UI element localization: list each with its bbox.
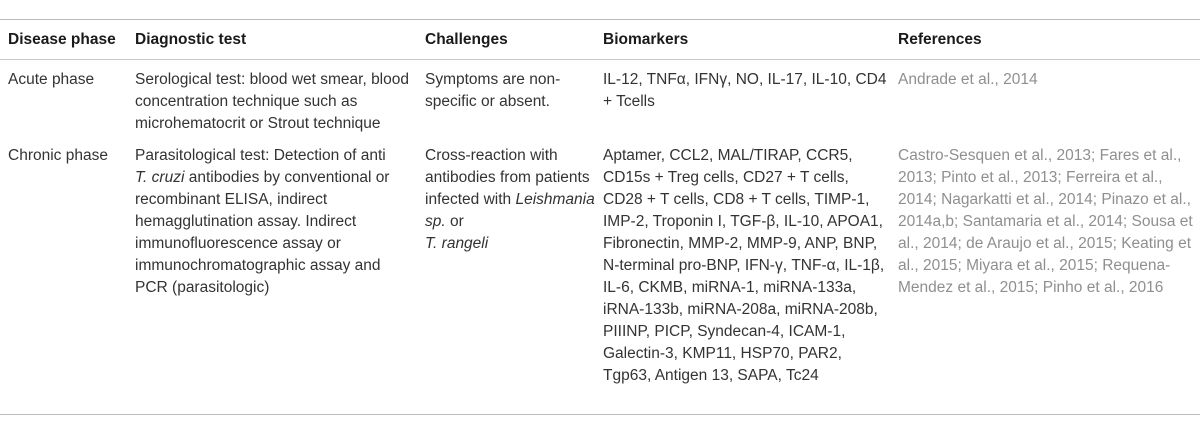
header-disease-phase: Disease phase bbox=[8, 31, 116, 48]
header-rule bbox=[0, 59, 1200, 60]
cell-diagnostic-test: Serological test: blood wet smear, blood… bbox=[135, 71, 409, 132]
cell-challenges: Cross-reaction with antibodies from pati… bbox=[417, 135, 595, 387]
cell-biomarkers: Aptamer, CCL2, MAL/TIRAP, CCR5, CD15s + … bbox=[603, 147, 885, 384]
data-table: Disease phase Diagnostic test Challenges… bbox=[0, 20, 1200, 387]
header-diagnostic-test: Diagnostic test bbox=[135, 31, 247, 48]
bottom-rule bbox=[0, 414, 1200, 415]
challenges-text-part1: Cross-reaction with antibodies from pati… bbox=[425, 147, 590, 208]
cell-phase: Acute phase bbox=[8, 71, 95, 88]
test-text-part1: Parasitological test: Detection of anti bbox=[135, 147, 386, 164]
species-name-leishmania: Leishmania sp. bbox=[425, 191, 595, 230]
table-row-acute: Acute phase Serological test: blood wet … bbox=[0, 59, 1200, 135]
challenges-text-part2: or bbox=[445, 213, 464, 230]
species-name-t-cruzi: T. cruzi bbox=[135, 169, 185, 186]
cell-biomarkers: IL-12, TNFα, IFNγ, NO, IL-17, IL-10, CD4… bbox=[603, 71, 887, 110]
test-text-part2: antibodies by conventional or recombinan… bbox=[135, 169, 390, 296]
header-references: References bbox=[898, 31, 982, 48]
header-row: Disease phase Diagnostic test Challenges… bbox=[0, 20, 1200, 59]
species-name-t-rangeli: T. rangeli bbox=[425, 235, 489, 252]
cell-references: Andrade et al., 2014 bbox=[898, 71, 1038, 88]
header-biomarkers: Biomarkers bbox=[603, 31, 689, 48]
cell-challenges: Symptoms are non-specific or absent. bbox=[425, 71, 561, 110]
top-rule bbox=[0, 19, 1200, 20]
table-row-chronic: Chronic phase Parasitological test: Dete… bbox=[0, 135, 1200, 387]
header-challenges: Challenges bbox=[425, 31, 508, 48]
cell-references: Castro-Sesquen et al., 2013; Fares et al… bbox=[898, 147, 1193, 296]
cell-phase: Chronic phase bbox=[8, 147, 108, 164]
